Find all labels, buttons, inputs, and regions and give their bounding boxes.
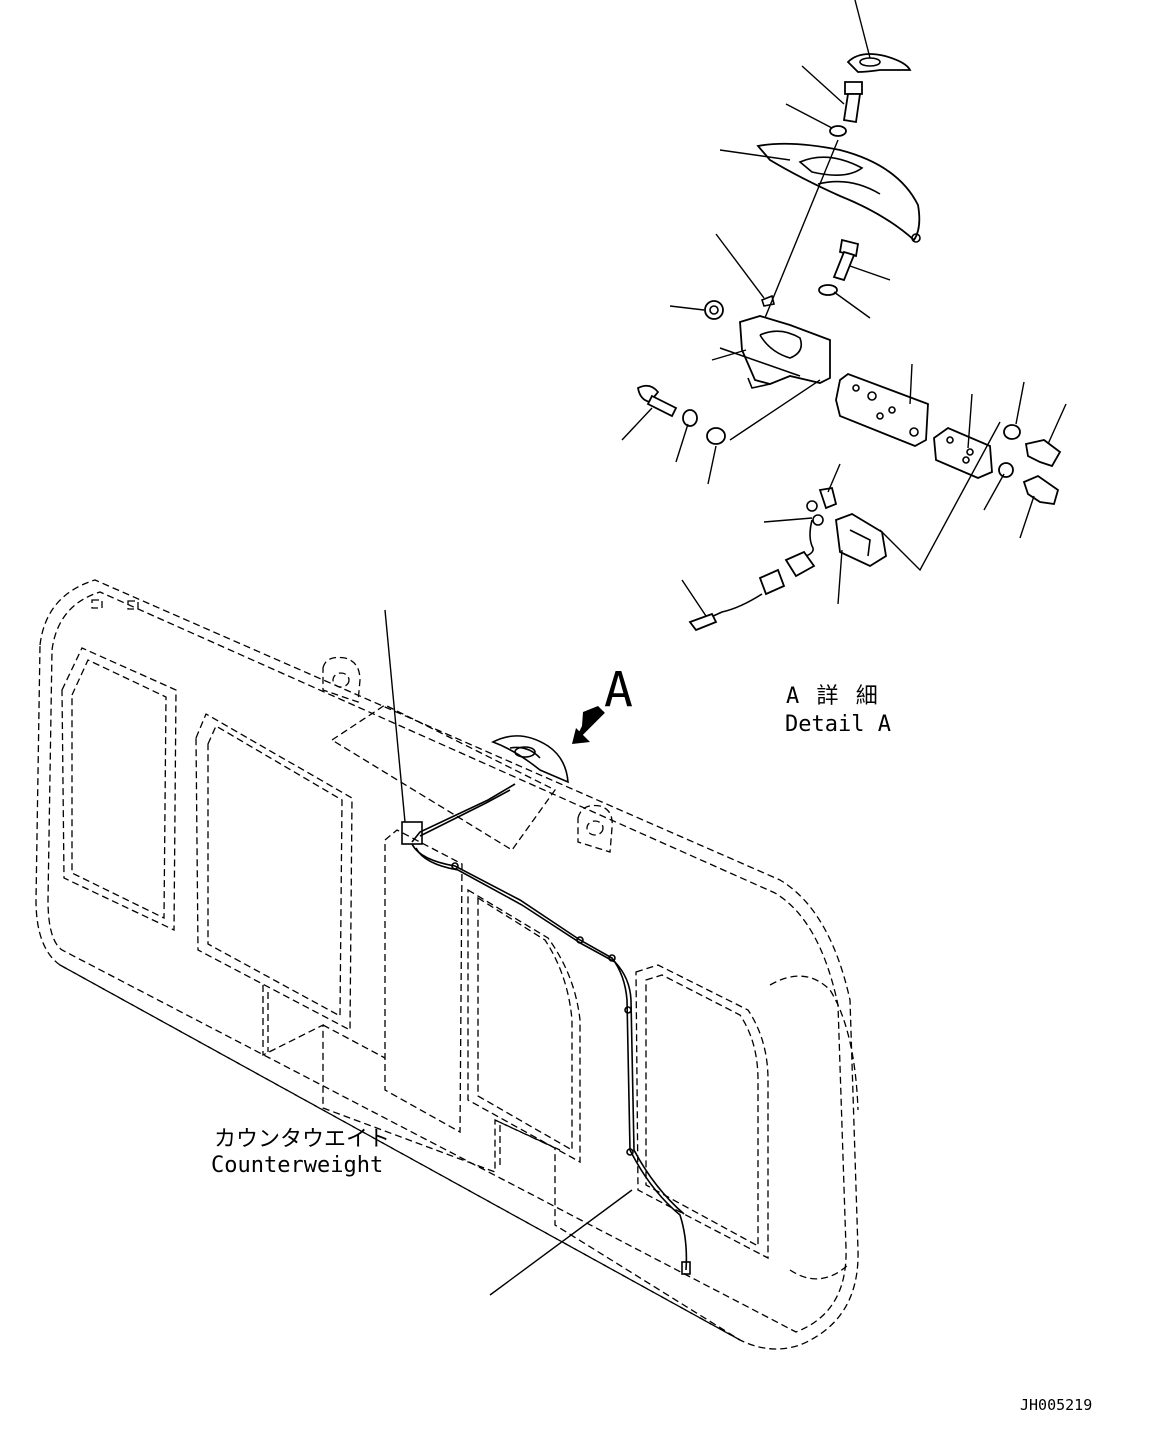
wiring-harness <box>401 783 691 1275</box>
view-arrow-a <box>572 706 605 744</box>
counterweight-label-en: Counterweight <box>211 1153 383 1178</box>
work-lamp-installed <box>491 735 569 784</box>
leader-harness-bottom <box>489 1189 633 1296</box>
view-letter: A <box>604 662 633 718</box>
counterweight-body <box>35 579 859 1350</box>
detail-a-assembly <box>621 0 1067 632</box>
leader-harness-top <box>384 609 406 823</box>
detail-label-jp: A 詳 細 <box>786 684 880 709</box>
drawing-id: JH005219 <box>1020 1396 1092 1414</box>
counterweight-label-jp: カウンタウエイト <box>214 1127 390 1152</box>
detail-label-en: Detail A <box>785 712 891 737</box>
